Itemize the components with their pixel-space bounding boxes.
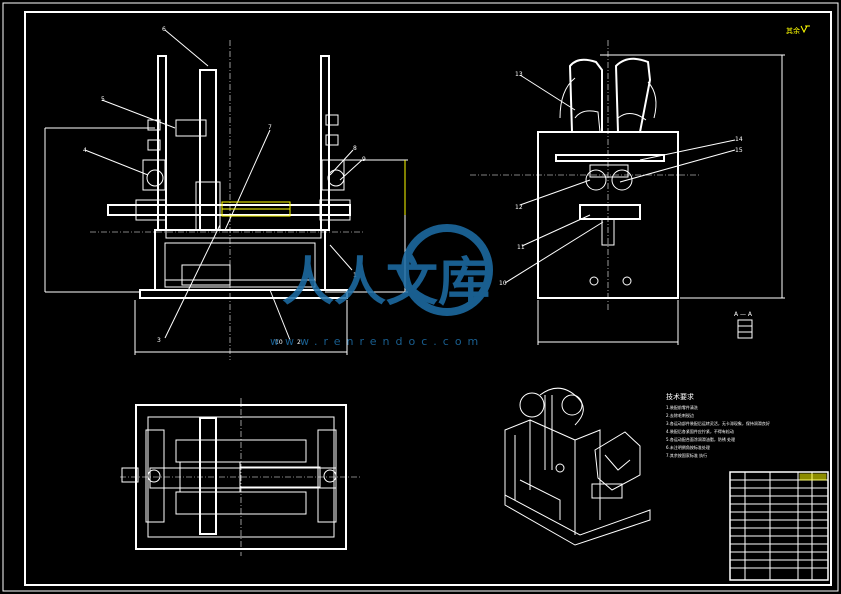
part-label: 5 <box>101 96 105 103</box>
tech-requirement-line: 4.装配后各紧固件应拧紧，不得有松动 <box>666 428 734 434</box>
part-label: 8 <box>353 145 357 152</box>
tech-requirement-line: 7.其余按国家标准 执行 <box>666 452 707 458</box>
top-view-centerlines <box>120 398 360 556</box>
watermark: 人人文库 www.renrendoc.com <box>270 224 493 348</box>
part-label: 4 <box>83 147 87 154</box>
section-label: A — A <box>734 311 753 318</box>
part-label: 15 <box>735 147 743 154</box>
tech-requirement-line: 1.装配前零件清洗 <box>666 404 698 410</box>
part-label: 11 <box>517 244 525 251</box>
part-label: 13 <box>515 71 523 78</box>
front-view-highlight <box>221 160 406 217</box>
front-view-centerlines <box>90 40 700 360</box>
part-label: 12 <box>515 204 523 211</box>
isometric-view <box>504 387 651 546</box>
watermark-logo-ring <box>401 224 493 316</box>
section-detail: A — A <box>734 311 753 339</box>
side-view-part-labels: 13 14 15 12 11 10 <box>499 71 743 287</box>
front-view <box>44 29 408 355</box>
tech-requirements-title: 技术要求 <box>666 392 694 401</box>
tech-requirement-line: 5.各运动配合面涂润滑油脂，防锈 处理 <box>666 436 735 442</box>
part-label: 7 <box>268 124 272 131</box>
part-label: 6 <box>162 26 166 33</box>
watermark-brand: 人人文库 <box>282 253 490 313</box>
tech-requirement-line: 3.各运动部件装配后运转灵活，无卡滞现象，保持润滑良好 <box>666 420 770 426</box>
roughness-text: 其余 <box>786 26 800 35</box>
part-label: 9 <box>362 156 366 163</box>
tech-requirement-line: 6.未注明倒角按标准处理 <box>666 444 710 450</box>
part-label: 1 <box>353 272 357 279</box>
title-block <box>729 471 829 581</box>
part-label: 10 <box>499 280 507 287</box>
part-label: 3 <box>157 337 161 344</box>
watermark-url: www.renrendoc.com <box>270 335 484 348</box>
front-view-part-labels: 6 5 4 7 8 9 3 1 10 2 <box>83 26 366 346</box>
tech-requirement-line: 2.去除毛刺锐边 <box>666 412 694 418</box>
roughness-mark: 其余 <box>786 25 810 35</box>
part-label: 14 <box>735 136 743 143</box>
side-view <box>504 54 785 345</box>
tech-requirements: 技术要求 1.装配前零件清洗 2.去除毛刺锐边 3.各运动部件装配后运转灵活，无… <box>666 392 770 458</box>
part-label: 10 <box>275 339 283 346</box>
part-label: 2 <box>297 339 301 346</box>
